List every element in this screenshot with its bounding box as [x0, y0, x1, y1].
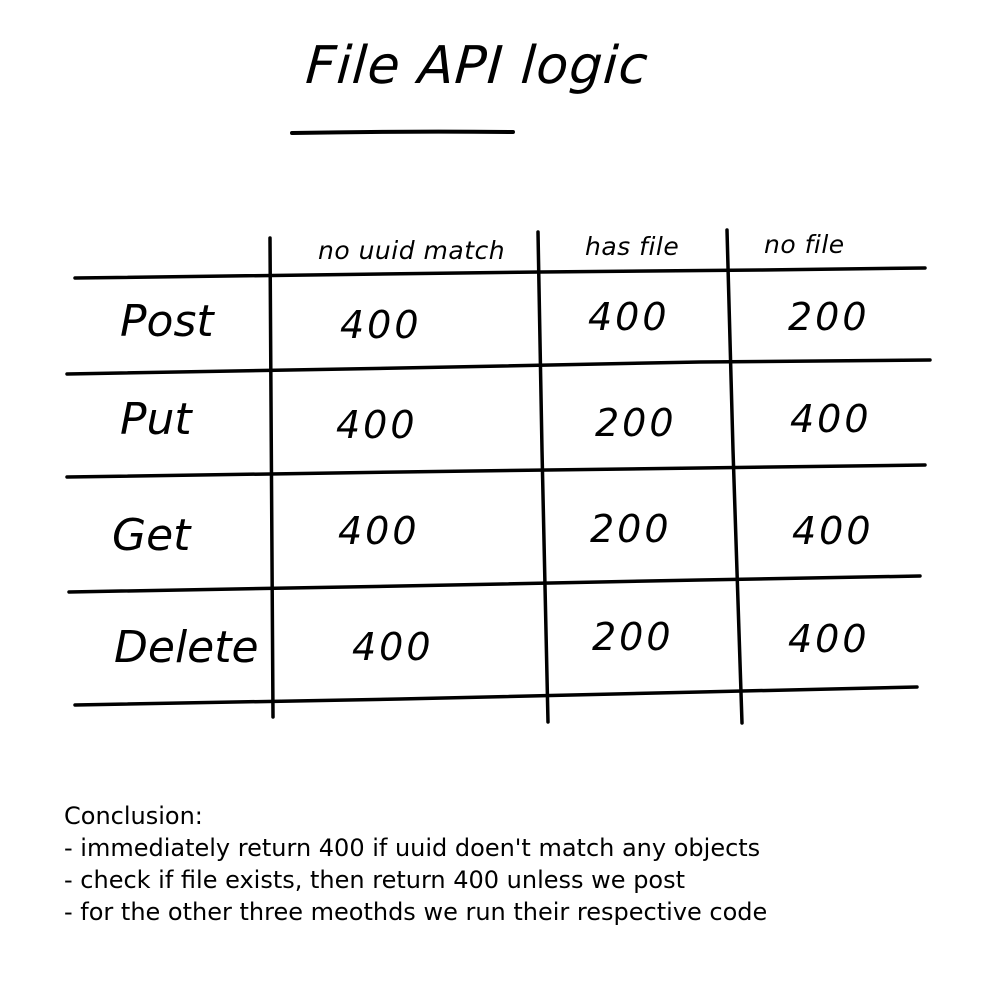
cell-delete-no-file: 400	[788, 617, 870, 661]
row-header-delete: Delete	[114, 622, 259, 673]
cell-put-has-file: 200	[595, 401, 677, 445]
cell-put-no-file: 400	[790, 397, 872, 441]
grid-line-h1	[73, 266, 927, 280]
grid-line-v2	[536, 230, 550, 724]
cell-get-no-uuid-match: 400	[338, 509, 420, 553]
conclusion-line-1: - immediately return 400 if uuid doen't …	[64, 834, 761, 862]
row-header-get: Get	[112, 510, 191, 561]
conclusion-line-2: - check if file exists, then return 400 …	[64, 866, 686, 894]
cell-get-has-file: 200	[590, 507, 672, 551]
cell-post-has-file: 400	[588, 295, 670, 339]
grid-line-h2	[65, 358, 932, 376]
column-header-no-file: no file	[764, 230, 845, 259]
column-header-no-uuid-match: no uuid match	[318, 236, 506, 265]
conclusion-line-3: - for the other three meothds we run the…	[64, 898, 768, 926]
grid-line-h3	[65, 463, 927, 479]
grid-line-h5	[73, 685, 919, 707]
grid-line-h4	[67, 574, 922, 594]
row-header-put: Put	[120, 394, 192, 445]
conclusion-block: Conclusion: - immediately return 400 if …	[64, 800, 767, 928]
grid-line-v1	[268, 236, 275, 719]
title-underline	[290, 129, 515, 135]
cell-delete-has-file: 200	[592, 615, 674, 659]
cell-delete-no-uuid-match: 400	[352, 625, 434, 669]
conclusion-heading: Conclusion:	[64, 802, 203, 830]
cell-get-no-file: 400	[792, 509, 874, 553]
row-header-post: Post	[120, 296, 214, 347]
cell-post-no-file: 200	[788, 295, 870, 339]
column-header-has-file: has file	[585, 232, 680, 261]
page-title: File API logic	[303, 36, 651, 96]
grid-line-v3	[725, 228, 744, 725]
cell-post-no-uuid-match: 400	[340, 303, 422, 347]
cell-put-no-uuid-match: 400	[336, 403, 418, 447]
